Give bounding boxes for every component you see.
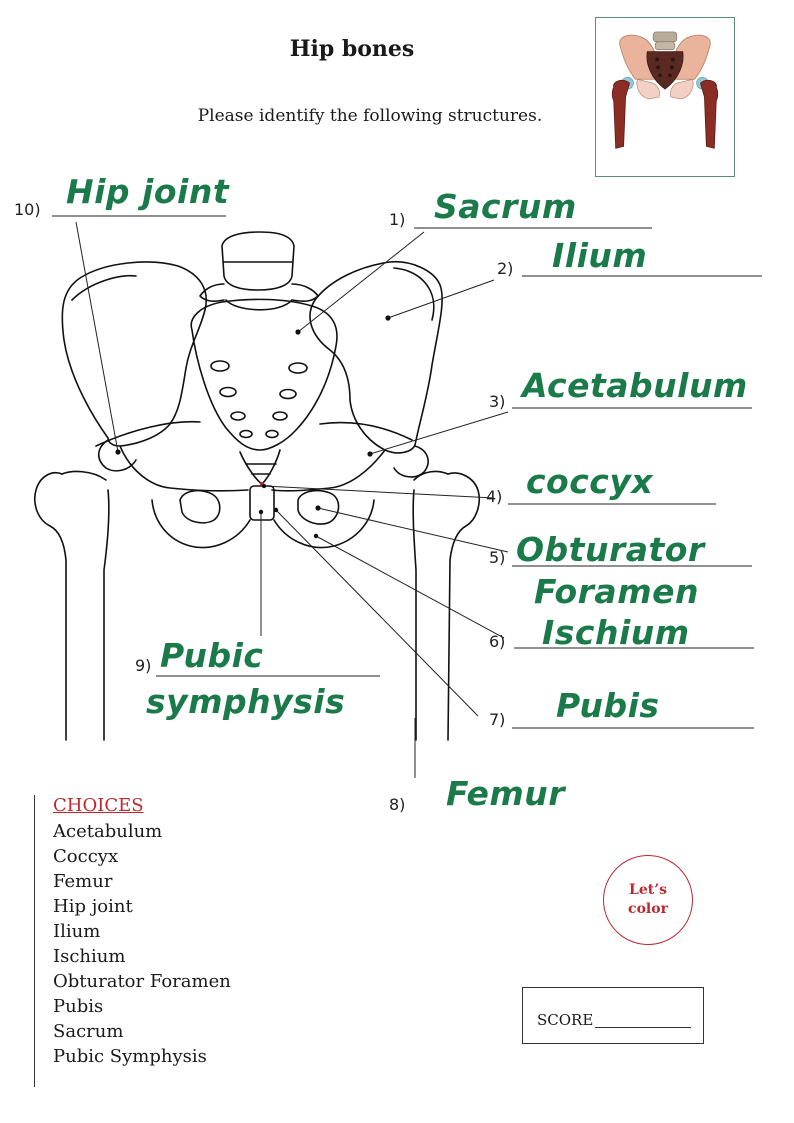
answer-foramen: Foramen — [534, 572, 699, 611]
choice-item: Sacrum — [53, 1021, 124, 1042]
label-number-8: 8) — [389, 795, 406, 814]
badge-line-2: color — [628, 901, 668, 917]
answer-ischium: Ischium — [542, 613, 690, 652]
answer-pubis: Pubis — [556, 686, 660, 725]
label-number-6: 6) — [489, 632, 506, 651]
pelvis-color-illustration — [611, 31, 719, 149]
score-line — [595, 1027, 691, 1028]
answer-hip-joint: Hip joint — [66, 172, 230, 211]
label-number-4: 4) — [486, 487, 503, 506]
choice-item: Femur — [53, 871, 113, 892]
score-box: SCORE — [522, 987, 704, 1044]
choice-item: Pubis — [53, 996, 104, 1017]
label-number-7: 7) — [489, 710, 506, 729]
choice-item: Hip joint — [53, 896, 133, 917]
leader-lines — [75, 221, 509, 778]
choice-item: Coccyx — [53, 846, 119, 867]
label-number-5: 5) — [489, 548, 506, 567]
choice-item: Ischium — [53, 946, 126, 967]
badge-text: Let’s color — [618, 881, 678, 919]
score-label: SCORE — [537, 1011, 594, 1029]
label-number-2: 2) — [497, 259, 514, 278]
choice-item: Obturator Foramen — [53, 971, 231, 992]
answer-femur: Femur — [446, 774, 566, 813]
label-number-3: 3) — [489, 392, 506, 411]
hip-bones-diagram — [34, 215, 762, 778]
label-number-9: 9) — [135, 656, 152, 675]
answer-sacrum: Sacrum — [434, 187, 577, 226]
pelvis-thumbnail-image — [595, 17, 735, 177]
instructions: Please identify the following structures… — [197, 106, 543, 126]
label-number-10: 10) — [14, 200, 41, 219]
choice-item: Ilium — [53, 921, 101, 942]
answer-pubic: Pubic — [160, 636, 264, 675]
label-points — [115, 315, 391, 539]
choices-box: CHOICES Acetabulum Coccyx Femur Hip join… — [34, 795, 295, 1087]
choice-item: Pubic Symphysis — [53, 1046, 207, 1067]
choices-title: CHOICES — [53, 795, 144, 816]
lets-color-badge: Let’s color — [603, 855, 693, 945]
answer-ilium: Ilium — [552, 236, 648, 275]
answer-coccyx: coccyx — [526, 462, 654, 501]
badge-line-1: Let’s — [629, 882, 667, 898]
answer-symphysis: symphysis — [146, 682, 346, 721]
answer-obturator: Obturator — [516, 530, 705, 569]
page-title: Hip bones — [289, 36, 415, 62]
answer-lines — [52, 215, 762, 729]
pelvis-outline — [34, 231, 481, 741]
choice-item: Acetabulum — [53, 821, 163, 842]
answer-acetabulum: Acetabulum — [522, 366, 748, 405]
label-number-1: 1) — [389, 210, 406, 229]
